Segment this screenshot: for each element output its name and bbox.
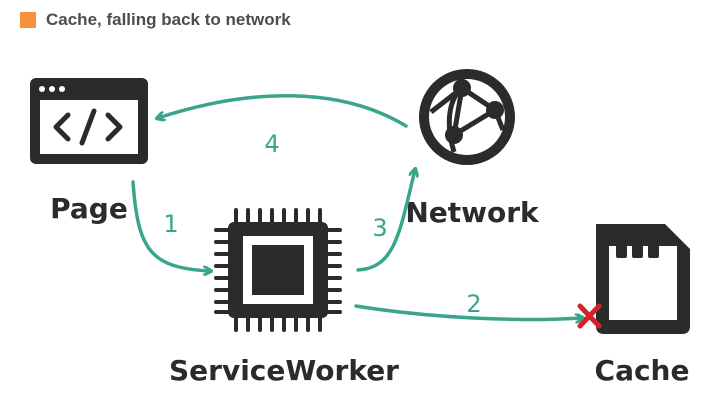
service-worker-label: ServiceWorker bbox=[169, 354, 399, 387]
cache-miss-x-icon bbox=[577, 303, 602, 329]
step-label-3: 3 bbox=[372, 214, 387, 242]
diagram-header: Cache, falling back to network bbox=[20, 10, 291, 30]
chip-icon bbox=[214, 208, 342, 332]
code-window-icon bbox=[30, 78, 148, 164]
step-label-2: 2 bbox=[466, 290, 481, 318]
globe-network-icon bbox=[419, 69, 515, 165]
header-swatch bbox=[20, 12, 36, 28]
page-label: Page bbox=[50, 192, 128, 225]
arrow-step-4 bbox=[158, 93, 408, 128]
step-label-1: 1 bbox=[163, 210, 178, 238]
arrow-step-1 bbox=[131, 180, 210, 271]
sd-card-icon bbox=[596, 224, 690, 334]
diagram-title: Cache, falling back to network bbox=[46, 10, 291, 29]
arrow-step-2 bbox=[354, 304, 582, 320]
arrow-step-3 bbox=[356, 170, 415, 272]
cache-label: Cache bbox=[595, 354, 690, 387]
step-label-4: 4 bbox=[264, 130, 279, 158]
network-label: Network bbox=[405, 196, 540, 229]
